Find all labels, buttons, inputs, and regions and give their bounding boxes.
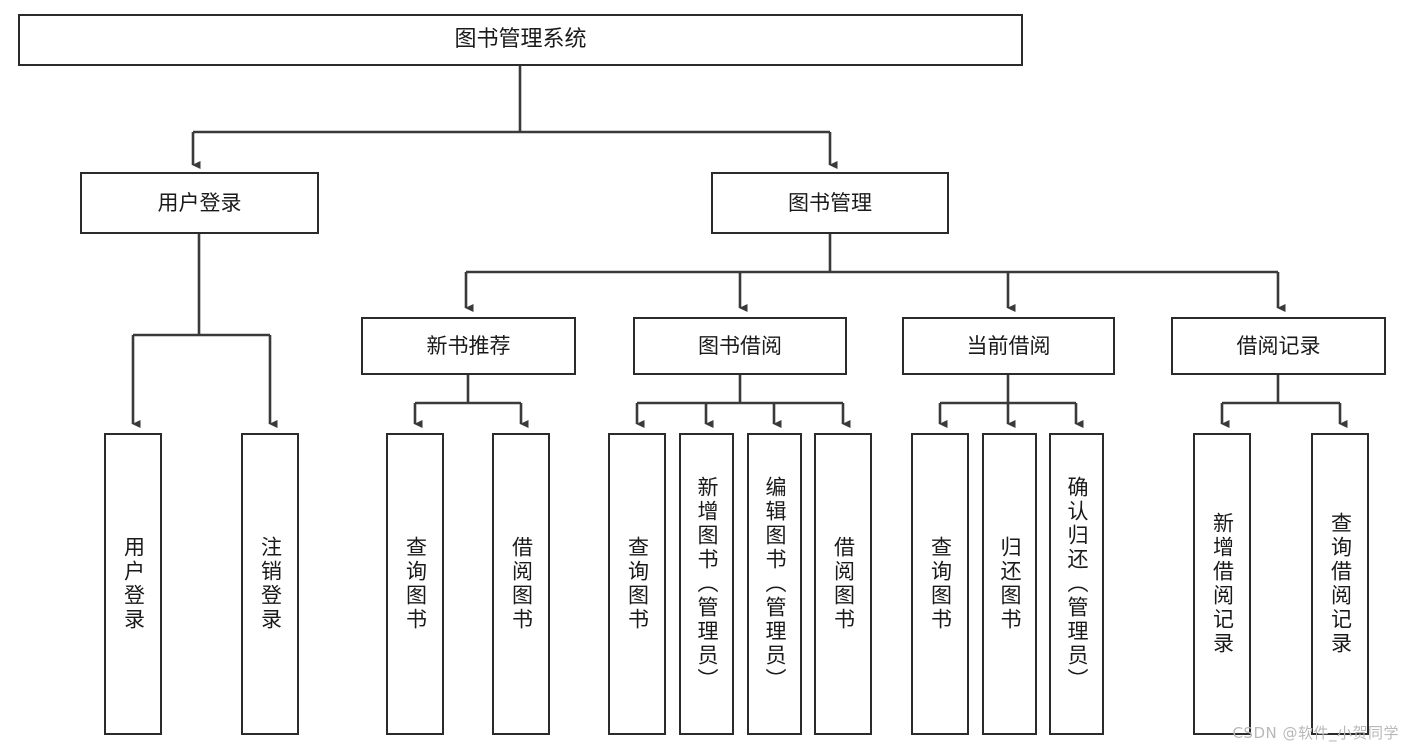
node-label: 借阅记录 — [1236, 333, 1321, 358]
node-label: 查询图书 — [928, 536, 953, 632]
node-label: 当前借阅 — [966, 333, 1051, 358]
leaf-add-book-admin[interactable]: 新增图书（管理员） — [679, 433, 734, 735]
node-root-book-management-system[interactable]: 图书管理系统 — [18, 14, 1023, 66]
node-book-management[interactable]: 图书管理 — [711, 172, 949, 234]
node-label: 图书管理 — [788, 190, 872, 215]
leaf-return-book[interactable]: 归还图书 — [982, 433, 1037, 735]
leaf-borrow-book-recommendation[interactable]: 借阅图书 — [492, 433, 550, 735]
leaf-confirm-return-admin[interactable]: 确认归还（管理员） — [1049, 433, 1104, 735]
node-label: 新增借阅记录 — [1210, 512, 1235, 656]
node-label: 查询图书 — [403, 536, 428, 632]
node-label: 借阅图书 — [831, 536, 856, 632]
node-book-borrowing[interactable]: 图书借阅 — [633, 317, 847, 375]
node-label: 新增图书（管理员） — [695, 476, 719, 692]
leaf-edit-book-admin[interactable]: 编辑图书（管理员） — [747, 433, 802, 735]
node-label: 归还图书 — [998, 536, 1022, 632]
leaf-user-login[interactable]: 用户登录 — [104, 433, 162, 735]
leaf-query-book-borrowing[interactable]: 查询图书 — [608, 433, 666, 735]
watermark: CSDN @软件_小贺同学 — [1232, 724, 1399, 742]
leaf-query-borrow-record[interactable]: 查询借阅记录 — [1311, 433, 1369, 735]
node-current-borrowing[interactable]: 当前借阅 — [902, 317, 1115, 375]
node-new-book-recommendation[interactable]: 新书推荐 — [361, 317, 576, 375]
leaf-logout[interactable]: 注销登录 — [241, 433, 299, 735]
node-label: 用户登录 — [157, 190, 242, 215]
node-label: 图书借阅 — [698, 333, 782, 358]
node-borrowing-records[interactable]: 借阅记录 — [1171, 317, 1386, 375]
node-label: 新书推荐 — [426, 333, 511, 358]
node-label: 编辑图书（管理员） — [763, 476, 787, 692]
leaf-query-book-recommendation[interactable]: 查询图书 — [386, 433, 444, 735]
node-label: 确认归还（管理员） — [1065, 476, 1089, 692]
leaf-borrow-book[interactable]: 借阅图书 — [814, 433, 872, 735]
node-label: 借阅图书 — [509, 536, 534, 632]
leaf-query-book-current[interactable]: 查询图书 — [911, 433, 969, 735]
node-label: 查询图书 — [625, 536, 650, 632]
node-label: 图书管理系统 — [454, 27, 587, 53]
node-label: 查询借阅记录 — [1328, 512, 1353, 656]
node-user-login[interactable]: 用户登录 — [80, 172, 319, 234]
leaf-add-borrow-record[interactable]: 新增借阅记录 — [1193, 433, 1251, 735]
node-label: 注销登录 — [258, 536, 283, 632]
node-label: 用户登录 — [121, 536, 146, 632]
